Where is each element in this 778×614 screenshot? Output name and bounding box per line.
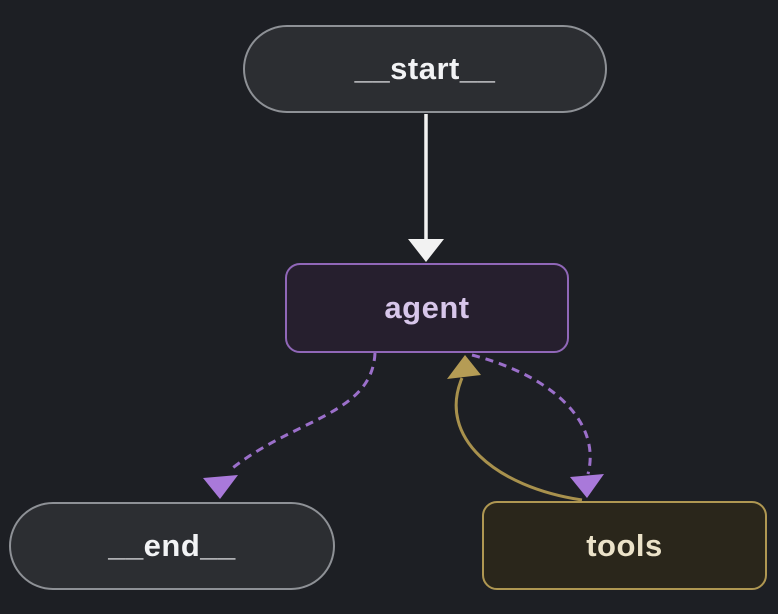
node-start-label: __start__ xyxy=(354,51,496,86)
edge-agent-to-end xyxy=(229,352,377,472)
node-agent-label: agent xyxy=(384,290,470,325)
node-tools-label: tools xyxy=(586,527,663,563)
node-agent[interactable]: agent xyxy=(285,263,569,353)
node-end-label: __end__ xyxy=(108,528,236,563)
node-start[interactable]: __start__ xyxy=(243,25,607,113)
arrowhead-tools-to-agent-icon xyxy=(447,355,481,379)
arrowhead-agent-to-tools-icon xyxy=(570,474,604,498)
node-end[interactable]: __end__ xyxy=(9,502,335,590)
edge-agent-to-tools xyxy=(471,353,592,475)
arrowhead-agent-to-end-icon xyxy=(203,475,238,499)
arrowhead-start-to-agent-icon xyxy=(408,239,444,262)
edge-tools-to-agent xyxy=(454,377,583,502)
node-tools[interactable]: tools xyxy=(482,501,767,590)
